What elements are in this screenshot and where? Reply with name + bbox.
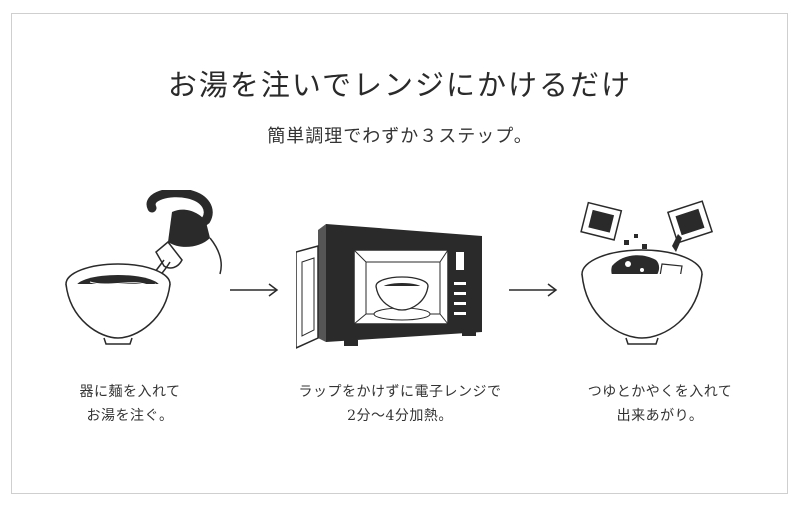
step-2-line-2: 2分〜4分加熱。 [347, 408, 453, 424]
arrow-right-icon [230, 283, 279, 297]
kettle-bowl-icon [65, 190, 222, 345]
step-2-line-1: ラップをかけずに電子レンジで [298, 384, 502, 400]
step-1-line-2: お湯を注ぐ。 [86, 408, 174, 424]
step-3-line-2: 出来あがり。 [616, 408, 704, 424]
step-1-line-1: 器に麺を入れて [79, 384, 181, 400]
finished-noodle-bowl-icon [580, 200, 714, 345]
step-3-line-1: つゆとかやくを入れて [587, 384, 733, 400]
microwave-icon [296, 224, 482, 349]
step-1-caption: 器に麺を入れて お湯を注ぐ。 [40, 380, 220, 428]
page-title: お湯を注いでレンジにかけるだけ [167, 68, 633, 102]
arrow-right-icon [509, 283, 558, 297]
step-2-caption: ラップをかけずに電子レンジで 2分〜4分加熱。 [270, 380, 530, 428]
step-3-caption: つゆとかやくを入れて 出来あがり。 [560, 380, 760, 428]
page-subtitle: 簡単調理でわずか３ステップ。 [267, 126, 533, 147]
